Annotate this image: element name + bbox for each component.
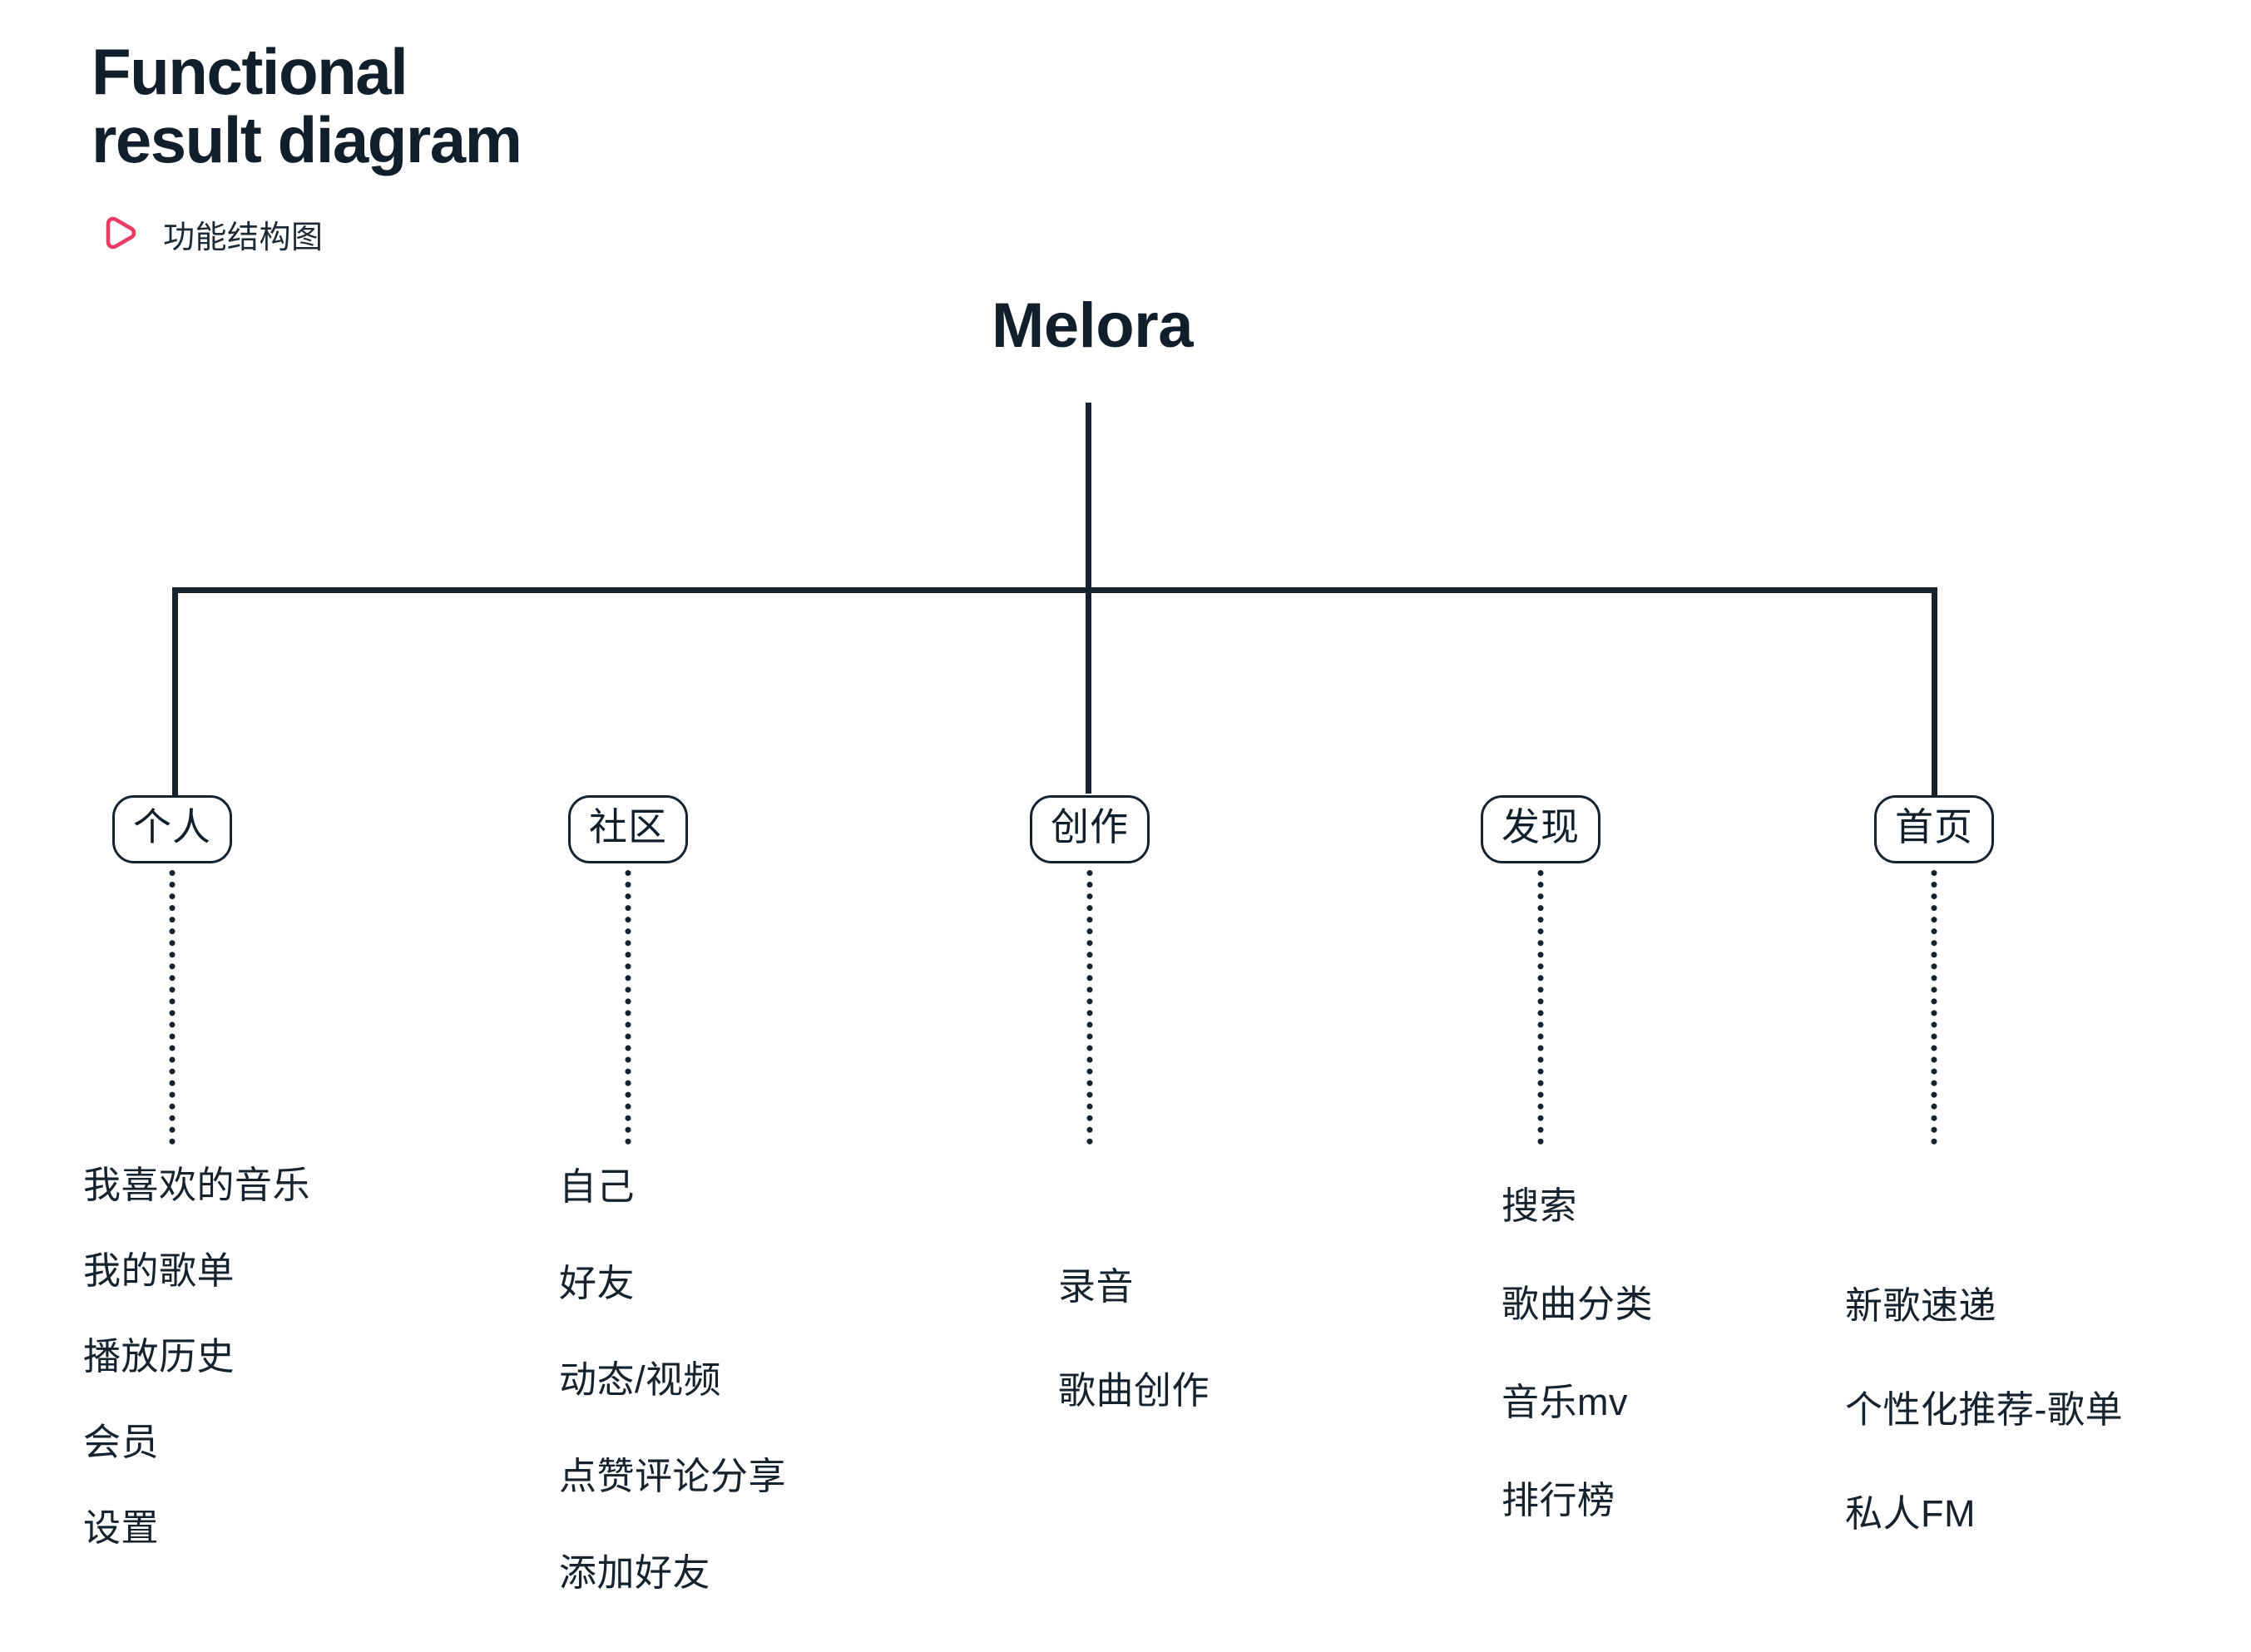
- connector-root-stem: [1086, 403, 1091, 794]
- leaf-item[interactable]: 排行榜: [1501, 1479, 1615, 1521]
- leaf-item[interactable]: 音乐mv: [1501, 1381, 1628, 1423]
- category-node-community[interactable]: 社区: [568, 795, 688, 863]
- category-node-label: 发现: [1501, 805, 1580, 848]
- category-node-personal[interactable]: 个人: [112, 795, 232, 863]
- root-node-label: Melora: [992, 290, 1193, 361]
- leaf-column-personal: 我喜欢的音乐我的歌单播放历史会员设置: [83, 1155, 310, 1551]
- dotted-connector-personal: [169, 870, 176, 1145]
- dotted-connector-discover: [1537, 870, 1544, 1145]
- category-node-discover[interactable]: 发现: [1481, 795, 1600, 863]
- leaf-column-community: 自己好友动态/视频点赞评论分享添加好友: [559, 1156, 786, 1596]
- leaf-item[interactable]: 添加好友: [559, 1551, 711, 1594]
- page-title: Functional result diagram: [92, 35, 522, 176]
- dotted-connector-community: [625, 870, 631, 1145]
- leaf-item[interactable]: 个性化推荐-歌单: [1845, 1388, 2123, 1431]
- category-node-label: 首页: [1895, 805, 1973, 848]
- leaf-column-create: 录音歌曲创作: [1058, 1256, 1210, 1414]
- category-node-label: 个人: [133, 805, 211, 848]
- leaf-column-discover: 搜索歌曲分类音乐mv 排行榜: [1501, 1175, 1653, 1524]
- root-node: Melora: [0, 289, 2251, 362]
- dotted-connector-create: [1086, 870, 1093, 1145]
- leaf-item[interactable]: 播放历史: [83, 1335, 235, 1377]
- play-triangle-icon: [106, 217, 136, 250]
- connector-horizontal-bus: [172, 587, 1937, 593]
- category-node-create[interactable]: 创作: [1030, 795, 1150, 863]
- leaf-item[interactable]: 录音: [1058, 1265, 1135, 1308]
- subtitle-row: 功能结构图: [101, 211, 522, 257]
- leaf-item[interactable]: 点赞评论分享: [559, 1455, 787, 1497]
- leaf-item[interactable]: 好友: [559, 1262, 636, 1304]
- leaf-item[interactable]: 搜索: [1501, 1185, 1578, 1227]
- leaf-item[interactable]: 歌曲创作: [1058, 1369, 1210, 1412]
- leaf-item[interactable]: 歌曲分类: [1501, 1283, 1654, 1325]
- header: Functional result diagram 功能结构图: [92, 35, 522, 257]
- category-node-label: 创作: [1051, 805, 1129, 848]
- leaf-item[interactable]: 会员: [83, 1421, 160, 1463]
- category-node-home[interactable]: 首页: [1874, 795, 1994, 863]
- leaf-item[interactable]: 私人FM: [1845, 1492, 1976, 1535]
- category-node-label: 社区: [589, 805, 667, 848]
- dotted-connector-home: [1931, 870, 1937, 1145]
- leaf-item[interactable]: 自己: [559, 1165, 636, 1208]
- leaf-item[interactable]: 动态/视频: [559, 1358, 722, 1401]
- leaf-item[interactable]: 新歌速递: [1845, 1284, 1997, 1327]
- leaf-item[interactable]: 我的歌单: [83, 1249, 235, 1292]
- leaf-item[interactable]: 我喜欢的音乐: [83, 1164, 311, 1206]
- leaf-item[interactable]: 设置: [83, 1506, 160, 1549]
- subtitle-label: 功能结构图: [163, 220, 324, 255]
- connector-drop-home: [1932, 587, 1937, 795]
- leaf-column-home: 新歌速递个性化推荐-歌单私人FM: [1845, 1275, 2123, 1537]
- connector-drop-personal: [172, 587, 178, 795]
